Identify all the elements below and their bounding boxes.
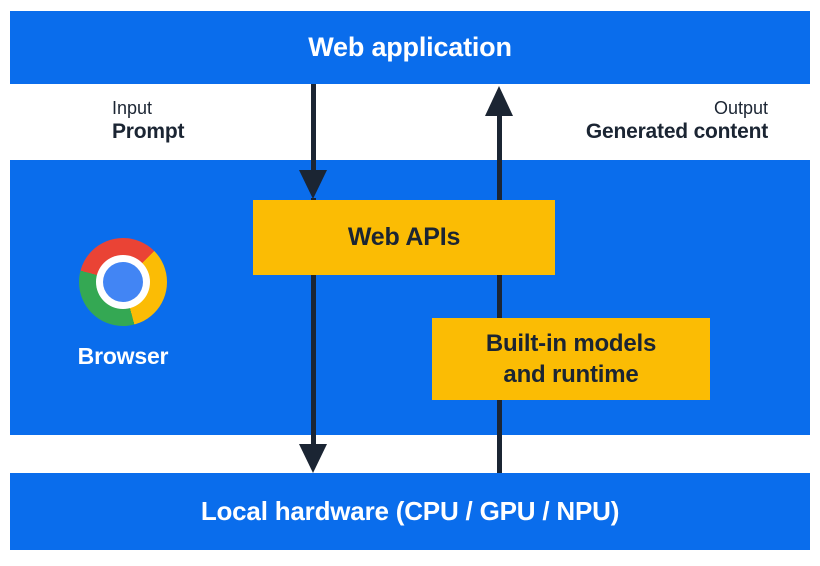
input-value: Prompt xyxy=(112,120,185,143)
web-application-label: Web application xyxy=(308,32,512,62)
browser-label: Browser xyxy=(77,343,169,369)
local-hardware-bar: Local hardware (CPU / GPU / NPU) xyxy=(10,473,810,550)
builtin-models-label-line2: and runtime xyxy=(503,361,639,388)
input-label-block: Input Prompt xyxy=(112,97,185,143)
input-arrow-line-upper xyxy=(311,84,316,172)
chrome-icon-blue-core xyxy=(103,262,143,302)
builtin-models-box: Built-in models and runtime xyxy=(432,318,710,400)
web-application-bar: Web application xyxy=(10,11,810,84)
input-arrowhead-to-hardware xyxy=(299,444,327,473)
builtin-models-label-line1: Built-in models xyxy=(485,330,657,357)
browser-block: Browser xyxy=(43,238,203,370)
input-arrow-line-lower xyxy=(311,198,316,446)
output-label-block: Output Generated content xyxy=(586,97,768,143)
chrome-icon xyxy=(79,238,167,326)
output-arrow-line xyxy=(497,112,502,473)
input-title: Input xyxy=(112,98,153,118)
web-apis-box: Web APIs xyxy=(253,200,555,275)
output-value: Generated content xyxy=(585,120,768,143)
output-title: Output xyxy=(713,98,768,118)
local-hardware-label: Local hardware (CPU / GPU / NPU) xyxy=(200,496,620,526)
web-apis-label: Web APIs xyxy=(347,223,461,251)
